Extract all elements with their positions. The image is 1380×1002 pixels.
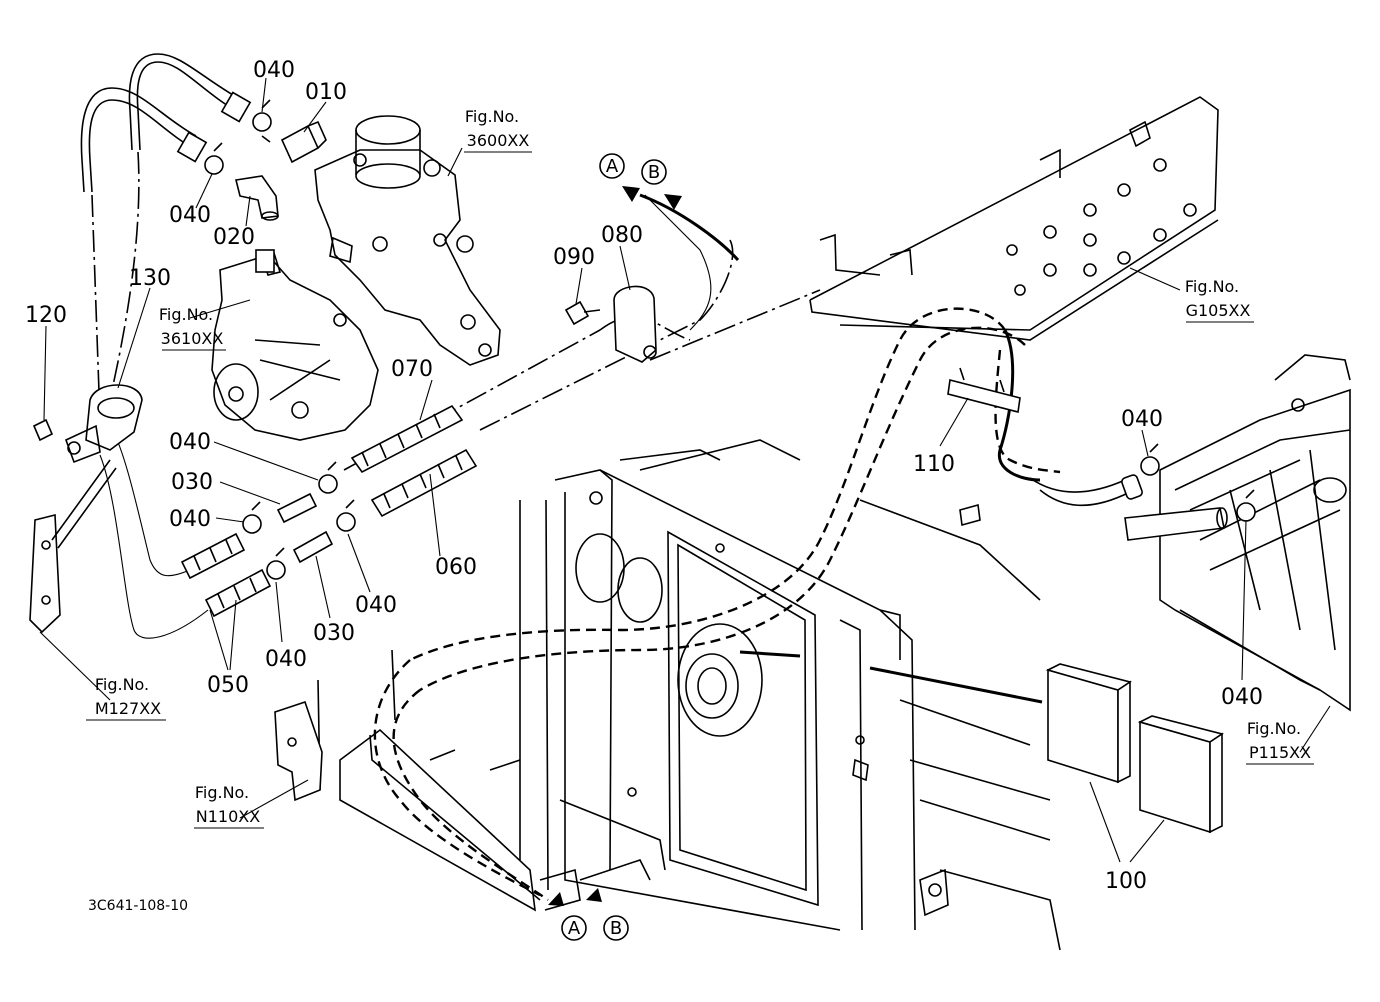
hose-route-dashed-a xyxy=(409,307,1006,662)
fig-N110-prefix: Fig.No. xyxy=(195,783,249,802)
fig-M127-prefix: Fig.No. xyxy=(95,675,149,694)
pipe-030a xyxy=(276,492,318,524)
arrow-head-a-top xyxy=(622,186,640,202)
label-060: 060 xyxy=(435,555,477,580)
bracket-n110 xyxy=(274,700,323,802)
label-080: 080 xyxy=(601,223,643,248)
diagram-code: 3C641-108-10 xyxy=(88,898,188,914)
label-040-c: 040 xyxy=(169,430,211,455)
hose-route-dashed-c xyxy=(392,689,549,901)
chain-line-080-frame xyxy=(649,289,821,361)
fig-3600-number: 3600XX xyxy=(467,131,530,150)
fig-N110-number: N110XX xyxy=(196,807,260,826)
route-a-top xyxy=(644,194,712,331)
hose-050b xyxy=(204,568,272,618)
arrow-head-b-top xyxy=(664,194,682,210)
chain-line-060 xyxy=(479,239,734,431)
pad-pointer xyxy=(869,666,1043,704)
label-110: 110 xyxy=(913,452,955,477)
connector-b-bottom: B xyxy=(603,915,629,941)
clamp-040-e xyxy=(336,499,356,532)
thermostat-housing xyxy=(314,115,501,366)
connector-a-bottom: A xyxy=(561,915,587,941)
clamp-130 xyxy=(64,384,143,464)
label-040-d: 040 xyxy=(169,507,211,532)
hose-right-lower xyxy=(1124,507,1228,541)
label-120: 120 xyxy=(25,303,67,328)
clamp-040-d xyxy=(242,501,262,534)
fig-P115-prefix: Fig.No. xyxy=(1247,719,1301,738)
fitting-010 xyxy=(280,120,327,164)
label-010: 010 xyxy=(305,80,347,105)
bolt-090 xyxy=(564,300,601,326)
label-020: 020 xyxy=(213,225,255,250)
fig-P115-number: P115XX xyxy=(1249,743,1311,762)
hose-110-right xyxy=(997,329,1041,482)
label-040-a: 040 xyxy=(253,58,295,83)
clamp-040-g xyxy=(1140,443,1160,476)
label-040-g: 040 xyxy=(1121,407,1163,432)
hose-050a xyxy=(180,532,246,580)
hose-route-dashed-d xyxy=(373,659,541,897)
label-070: 070 xyxy=(391,357,433,382)
hose-route-dashed-b xyxy=(419,326,1026,692)
label-040-f: 040 xyxy=(265,647,307,672)
hose-route-050b xyxy=(99,454,209,639)
chain-line-left xyxy=(91,194,101,421)
bracket-m127 xyxy=(29,459,117,634)
svg-text:A: A xyxy=(568,918,581,939)
water-pump xyxy=(211,249,379,441)
elbow-020 xyxy=(235,175,279,221)
fig-3610-prefix: Fig.No. xyxy=(159,305,213,324)
svg-text:A: A xyxy=(606,156,619,177)
upper-hose-loop xyxy=(80,53,252,193)
arrow-shaft-a xyxy=(639,193,740,262)
pipe-030b xyxy=(292,530,334,564)
hose-110 xyxy=(1029,474,1143,507)
fig-M127-number: M127XX xyxy=(95,699,161,718)
label-040-b: 040 xyxy=(169,203,211,228)
pad-pointer-b xyxy=(739,650,801,658)
bracket-110 xyxy=(947,367,1021,413)
hose-060 xyxy=(370,448,478,518)
clamp-040-f xyxy=(266,547,286,580)
label-100: 100 xyxy=(1105,869,1147,894)
label-040-e: 040 xyxy=(355,593,397,618)
connector-a-top: A xyxy=(599,153,625,179)
label-030-a: 030 xyxy=(171,470,213,495)
connector-b-top: B xyxy=(641,159,667,185)
transmission-housing xyxy=(1159,354,1351,712)
chain-line-mid xyxy=(111,151,140,391)
pad-100-a xyxy=(1045,663,1132,784)
fig-G105-prefix: Fig.No. xyxy=(1185,277,1239,296)
fig-3610-number: 3610XX xyxy=(161,329,224,348)
hose-route-dashed-e xyxy=(994,349,1061,474)
svg-text:B: B xyxy=(610,918,622,939)
label-030-b: 030 xyxy=(313,621,355,646)
fig-G105-number: G105XX xyxy=(1186,301,1251,320)
arrow-head-a-bottom xyxy=(548,892,564,906)
label-090: 090 xyxy=(553,245,595,270)
bolt-120 xyxy=(32,418,54,442)
label-040-h: 040 xyxy=(1221,685,1263,710)
hose-070 xyxy=(350,404,464,474)
label-130: 130 xyxy=(129,266,171,291)
clamp-040-c xyxy=(318,461,338,494)
chassis-lower xyxy=(317,499,1061,951)
svg-text:B: B xyxy=(648,162,660,183)
radiator-frame-panel xyxy=(554,439,942,931)
clamp-080 xyxy=(613,285,657,363)
clamp-040-a xyxy=(252,99,272,143)
pad-100-b xyxy=(1137,715,1224,834)
arrow-head-b-bottom xyxy=(586,888,602,902)
hose-route-050a xyxy=(111,429,191,577)
fig-3600-prefix: Fig.No. xyxy=(465,107,519,126)
label-050: 050 xyxy=(207,673,249,698)
leader-lines xyxy=(39,77,1331,863)
frame-rail xyxy=(809,96,1219,341)
clamp-040-b xyxy=(204,142,224,175)
